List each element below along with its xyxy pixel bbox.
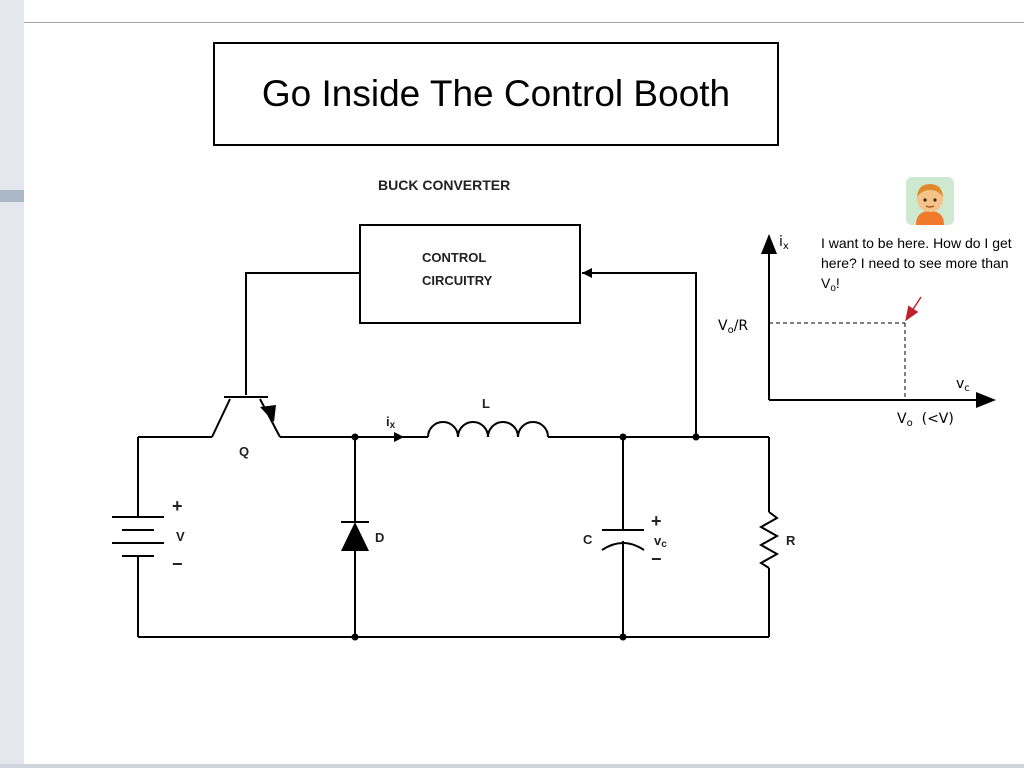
source-label: V: [176, 529, 185, 544]
graph-y-axis-label: ix: [779, 234, 789, 252]
transistor-emitter: [259, 398, 281, 438]
resistor-label: R: [786, 533, 796, 548]
current-label: ix: [386, 414, 396, 431]
resistor-zigzag: [758, 511, 780, 569]
top-rule-line: [24, 22, 1024, 23]
left-sidebar-strip: [0, 0, 24, 768]
control-label-line2: CIRCUITRY: [422, 273, 493, 288]
junction-dot: [619, 433, 627, 441]
speech-note: I want to be here. How do I get here? I …: [821, 235, 1012, 294]
inductor-coil: [427, 421, 549, 438]
junction-dot: [619, 633, 627, 641]
cap-minus: −: [651, 549, 662, 569]
wire-box-to-base: [245, 272, 360, 395]
cap-voltage-label: vc: [654, 533, 667, 550]
slide-title: Go Inside The Control Booth: [261, 73, 731, 114]
ix-vc-graph: ix vc Vo/R Vo (<V): [718, 234, 996, 429]
emitter-arrowhead: [260, 405, 276, 422]
cap-plus: +: [651, 511, 662, 531]
control-label-line1: CONTROL: [422, 250, 486, 265]
circuit-heading: BUCK CONVERTER: [378, 177, 510, 193]
diagram-canvas: BUCK CONVERTER CONTROL CIRCUITRY Q L ix …: [112, 177, 996, 641]
wire-output-to-box: [582, 272, 697, 438]
graph-y-tick-label: Vo/R: [718, 318, 748, 336]
sidebar-accent-band: [0, 190, 24, 202]
capacitor-label: C: [583, 532, 593, 547]
graph-x-axis-label: vc: [956, 376, 970, 394]
diode-triangle: [341, 522, 369, 551]
source-minus: −: [172, 554, 183, 574]
junction-dot: [692, 433, 700, 441]
feedback-arrowhead: [582, 268, 592, 278]
child-face-icon: [906, 177, 954, 225]
graph-x-tick-label: Vo (<V): [897, 411, 954, 429]
current-arrowhead: [394, 432, 404, 442]
transistor-collector: [211, 398, 231, 438]
slide-canvas: Go Inside The Control Booth: [24, 0, 1024, 764]
pointer-arrow: [905, 296, 922, 322]
title-box: Go Inside The Control Booth: [213, 42, 779, 146]
source-plus: +: [172, 496, 183, 516]
transistor-label: Q: [239, 444, 249, 459]
bottom-edge-strip: [0, 764, 1024, 768]
inductor-label: L: [482, 396, 490, 411]
diode-label: D: [375, 530, 384, 545]
junction-dot: [351, 633, 359, 641]
junction-dot: [351, 433, 359, 441]
